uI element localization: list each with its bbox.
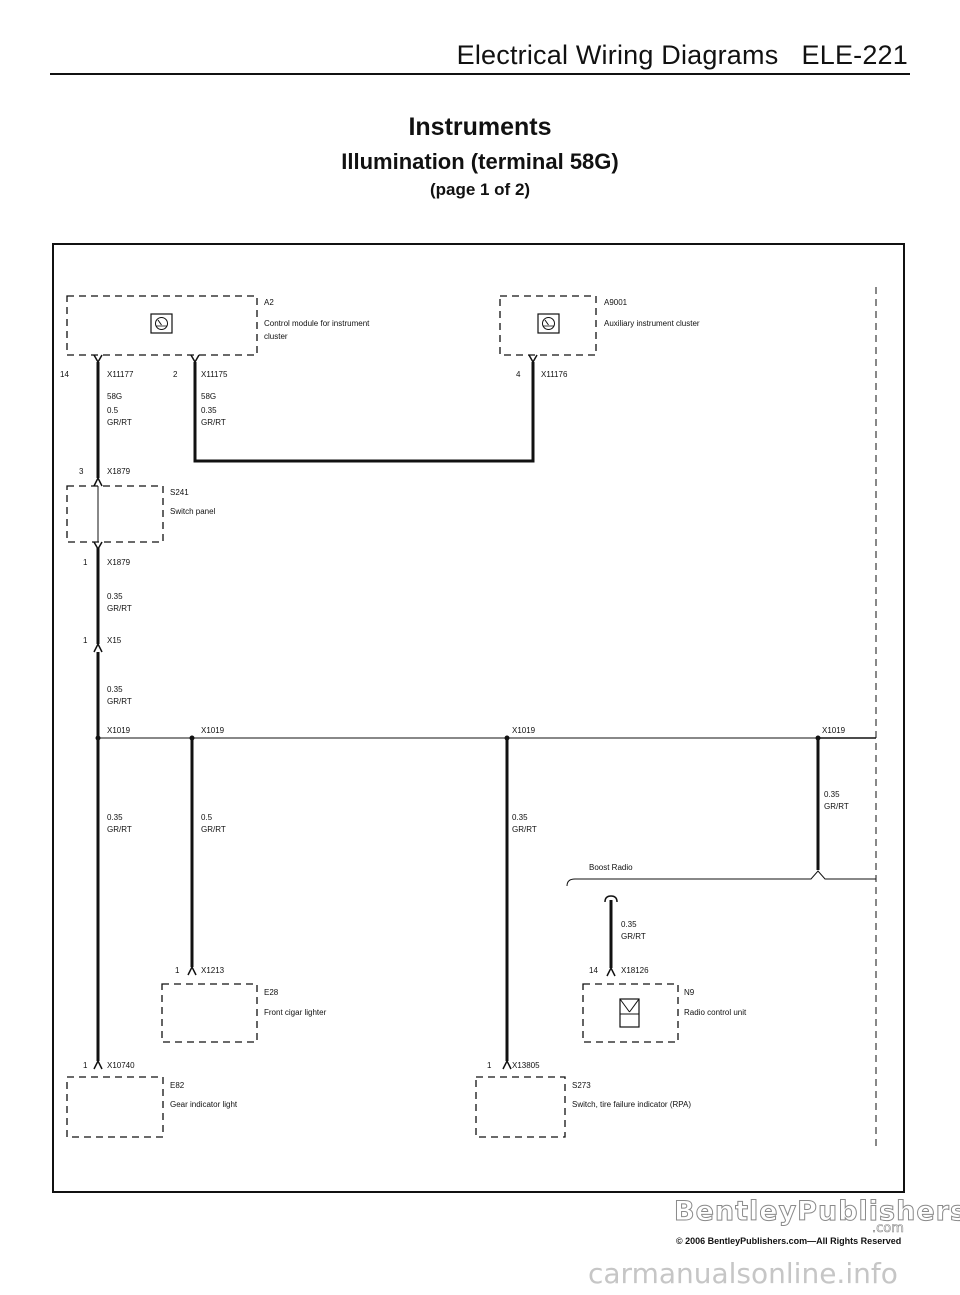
svg-text:1: 1 [83,558,88,567]
diagram-subtitle: Illumination (terminal 58G) [341,149,619,174]
svg-text:0.5: 0.5 [201,813,213,822]
radio-unit-icon [619,998,640,1028]
diagram-frame [52,243,905,1193]
publisher-watermark-sub: .com [872,1221,905,1237]
page-indicator: (page 1 of 2) [429,180,531,199]
svg-text:1: 1 [83,636,88,645]
svg-text:X10740: X10740 [107,1061,135,1070]
svg-text:X11177: X11177 [107,370,134,379]
svg-text:GR/RT: GR/RT [107,418,132,427]
svg-text:0.35: 0.35 [512,813,528,822]
header-code: ELE-221 [801,40,908,70]
svg-text:GR/RT: GR/RT [201,418,226,427]
svg-text:X11176: X11176 [541,370,568,379]
svg-text:1: 1 [487,1061,492,1070]
svg-text:0.35: 0.35 [107,813,123,822]
svg-text:14: 14 [589,966,598,975]
publisher-watermark: BentleyPublishers [673,1196,960,1228]
svg-text:X13805: X13805 [512,1061,540,1070]
svg-text:3: 3 [79,467,84,476]
svg-text:1: 1 [83,1061,88,1070]
connector-x1879-bottom: 1 X1879 [83,541,131,567]
a2-desc-line2: cluster [264,332,288,341]
svg-text:0.35: 0.35 [107,685,123,694]
svg-text:GR/RT: GR/RT [107,825,132,834]
connector-x18126: 14 X18126 [589,966,649,977]
svg-text:GR/RT: GR/RT [107,604,132,613]
svg-text:4: 4 [516,370,521,379]
connector-x13805: 1 X13805 [487,1059,540,1070]
svg-text:0.35: 0.35 [201,406,217,415]
svg-text:1: 1 [175,966,180,975]
svg-text:Gear indicator light: Gear indicator light [170,1100,238,1109]
svg-text:X1213: X1213 [201,966,225,975]
svg-text:0.35: 0.35 [621,920,637,929]
svg-text:Switch, tire failure indicator: Switch, tire failure indicator (RPA) [572,1100,691,1109]
splice-x1019-3: X1019 [512,726,536,735]
svg-text:X11175: X11175 [201,370,228,379]
component-n9: N9 Radio control unit [582,983,747,1043]
svg-text:58G: 58G [107,392,122,401]
svg-text:E28: E28 [264,988,279,997]
a2-desc-line1: Control module for instrument [264,319,370,328]
svg-text:GR/RT: GR/RT [201,825,226,834]
svg-text:X1879: X1879 [107,558,131,567]
instrument-cluster-icon [150,313,173,334]
svg-text:X15: X15 [107,636,122,645]
svg-text:X18126: X18126 [621,966,649,975]
a9001-desc: Auxiliary instrument cluster [604,319,700,328]
diagram-title: Instruments [408,113,552,141]
svg-text:GR/RT: GR/RT [512,825,537,834]
a2-id: A2 [264,298,274,307]
splice-x1019-4: X1019 [822,726,846,735]
svg-text:14: 14 [60,370,69,379]
component-a9001: A9001 Auxiliary instrument cluster [499,295,700,356]
component-a2: A2 Control module for instrument cluster [66,295,370,356]
option-boost-radio: Boost Radio [566,863,876,903]
splice-x1019-2: X1019 [201,726,225,735]
svg-text:X1879: X1879 [107,467,131,476]
svg-text:N9: N9 [684,988,695,997]
a9001-id: A9001 [604,298,628,307]
page-header: Electrical Wiring Diagrams ELE-221 [457,40,908,71]
component-e28: E28 Front cigar lighter [161,983,327,1043]
connector-x11176: 4 X11176 [516,354,568,379]
svg-text:GR/RT: GR/RT [824,802,849,811]
svg-text:2: 2 [173,370,178,379]
component-s273: S273 Switch, tire failure indicator (RPA… [475,1076,691,1138]
svg-text:0.35: 0.35 [107,592,123,601]
splice-x1019-1: X1019 [107,726,131,735]
svg-text:GR/RT: GR/RT [621,932,646,941]
header-rule [50,73,910,75]
connector-x15: 1 X15 [83,636,122,653]
header-title: Electrical Wiring Diagrams [456,40,779,70]
svg-text:Boost Radio: Boost Radio [589,863,633,872]
connector-x1213: 1 X1213 [175,965,225,976]
component-s241: S241 Switch panel [66,485,216,543]
svg-text:58G: 58G [201,392,216,401]
svg-text:Switch panel: Switch panel [170,507,216,516]
svg-text:S241: S241 [170,488,189,497]
svg-text:Front cigar lighter: Front cigar lighter [264,1008,327,1017]
svg-text:GR/RT: GR/RT [107,697,132,706]
svg-text:E82: E82 [170,1081,185,1090]
svg-text:Radio control unit: Radio control unit [684,1008,747,1017]
svg-text:S273: S273 [572,1081,591,1090]
component-e82: E82 Gear indicator light [66,1076,238,1138]
site-watermark: carmanualsonline.info [588,1257,898,1290]
copyright-notice: © 2006 BentleyPublishers.com—All Rights … [676,1236,902,1246]
svg-text:0.5: 0.5 [107,406,119,415]
connector-x11175: 2 X11175 [173,354,228,379]
connector-x10740: 1 X10740 [83,1059,135,1070]
instrument-cluster-icon [537,313,560,334]
connector-x1879-top: 3 X1879 [79,467,131,487]
svg-text:0.35: 0.35 [824,790,840,799]
wire-paths [96,362,820,1061]
